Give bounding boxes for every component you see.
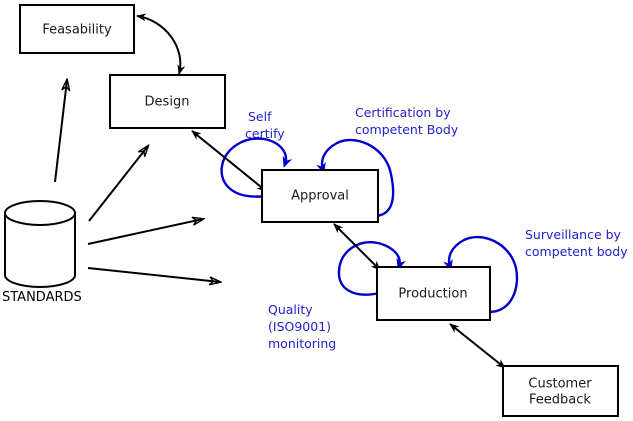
connector-design-approval	[191, 130, 267, 192]
loop-label-certification: Certification by competent Body	[355, 105, 459, 137]
loop-label-surveillance-line2: competent body	[525, 244, 628, 259]
node-production-box	[376, 266, 491, 321]
loop-certification	[316, 138, 395, 218]
connector-standards-production	[87, 267, 220, 282]
loop-label-quality-monitoring-line2: (ISO9001)	[268, 319, 331, 334]
cylinder-body	[4, 212, 76, 288]
node-design[interactable]: Design	[109, 74, 226, 129]
node-feasability[interactable]: Feasability	[19, 4, 135, 54]
cylinder-top	[4, 200, 76, 226]
loop-label-self-certify-line2: certify	[245, 126, 285, 141]
loop-label-self-certify-line1: Self	[248, 109, 272, 124]
loop-label-surveillance: Surveillance by competent body	[525, 227, 628, 259]
node-feasability-box	[19, 4, 135, 54]
connector-standards-approval	[87, 219, 203, 245]
node-approval-box	[261, 169, 379, 223]
node-design-label: Design	[145, 95, 190, 110]
node-production-label: Production	[398, 287, 467, 302]
data-store-label: STANDARDS	[2, 290, 82, 305]
loop-surveillance	[443, 235, 519, 314]
loop-certification-path	[316, 138, 395, 218]
loop-label-certification-line2: competent Body	[355, 122, 459, 137]
connector-approval-production	[333, 223, 381, 271]
loop-label-quality-monitoring: Quality (ISO9001) monitoring	[268, 302, 336, 351]
loop-surveillance-path	[443, 235, 519, 314]
connector-standards-feasability	[54, 80, 67, 183]
node-production[interactable]: Production	[376, 266, 491, 321]
node-approval-label: Approval	[291, 189, 349, 204]
node-customer-feedback-label-line2: Feedback	[529, 393, 591, 408]
node-design-box	[109, 74, 226, 129]
node-approval[interactable]: Approval	[261, 169, 379, 223]
loop-label-quality-monitoring-line1: Quality	[268, 302, 313, 317]
loop-label-self-certify: Self certify	[245, 109, 285, 141]
connector-design-feasability	[136, 13, 186, 75]
loop-label-surveillance-line1: Surveillance by	[525, 227, 622, 242]
node-customer-feedback-box	[502, 365, 619, 417]
loop-label-quality-monitoring-line3: monitoring	[268, 336, 336, 351]
data-store-standards[interactable]: STANDARDS	[2, 200, 82, 305]
node-customer-feedback[interactable]: Customer Feedback	[502, 365, 619, 417]
connector-production-customer-feedback	[449, 323, 506, 369]
node-customer-feedback-label-line1: Customer	[528, 377, 592, 392]
node-feasability-label: Feasability	[42, 23, 112, 38]
connector-standards-design	[88, 146, 148, 222]
loop-label-certification-line1: Certification by	[355, 105, 451, 120]
